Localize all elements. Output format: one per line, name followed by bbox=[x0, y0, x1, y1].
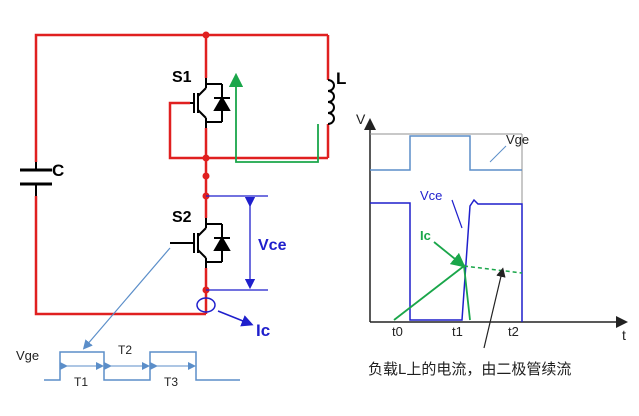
caption-pointer bbox=[483, 267, 506, 349]
outer-loop-wire-bottom bbox=[34, 196, 206, 316]
freewheel-caption: 负载L上的电流，由二极管续流 bbox=[368, 361, 571, 378]
pulse-vge-label: Vge bbox=[16, 348, 39, 363]
t-axis-label: t bbox=[622, 327, 626, 343]
outer-loop-wire bbox=[34, 33, 206, 162]
tick-t0: t0 bbox=[392, 324, 403, 339]
s1-gate-loop bbox=[168, 101, 206, 160]
s2-label: S2 bbox=[172, 209, 192, 226]
t2-interval-label: T2 bbox=[118, 343, 132, 357]
ic-label-pointer bbox=[433, 241, 466, 268]
ic-probe-pointer bbox=[217, 310, 254, 327]
tick-t2: t2 bbox=[508, 324, 519, 339]
ic-label: Ic bbox=[256, 321, 270, 340]
vce-label-pointer bbox=[451, 199, 463, 229]
l-label: L bbox=[336, 69, 346, 88]
igbt-s1 bbox=[190, 78, 231, 128]
gate-pulse-diagram: Vge T1 T2 T3 bbox=[16, 247, 240, 389]
freewheel-current-arrow bbox=[228, 72, 319, 163]
ic-freewheel-dashed bbox=[463, 265, 523, 274]
s1-label: S1 bbox=[172, 69, 192, 86]
v-axis-label: V bbox=[356, 111, 366, 127]
tick-t1: t1 bbox=[452, 324, 463, 339]
inductor-l bbox=[327, 79, 335, 125]
vce-waveform bbox=[370, 198, 523, 322]
vce-measurement bbox=[206, 195, 268, 291]
c-label: C bbox=[52, 161, 64, 180]
vge-label-pointer bbox=[489, 145, 507, 163]
vce-waveform-label: Vce bbox=[420, 188, 442, 203]
ic-waveform-label: Ic bbox=[420, 228, 431, 243]
t1-interval-label: T1 bbox=[74, 375, 88, 389]
vce-label: Vce bbox=[258, 237, 287, 254]
power-wires bbox=[34, 33, 330, 316]
ic-probe-ellipse bbox=[196, 297, 216, 313]
vge-waveform bbox=[370, 135, 522, 171]
capacitor-c bbox=[20, 162, 52, 196]
circuit: C L S1 bbox=[20, 31, 346, 340]
vge-waveform-label: Vge bbox=[506, 132, 529, 147]
ic-waveform bbox=[393, 264, 471, 321]
junction-dots bbox=[202, 31, 210, 294]
t3-interval-label: T3 bbox=[164, 375, 178, 389]
igbt-s2 bbox=[170, 218, 231, 268]
pulse-pointer-line bbox=[82, 247, 171, 350]
waveform-plot: V t Vge Vce Ic t0 t1 t2 负载L上的电流，由二极管续流 bbox=[356, 111, 628, 378]
